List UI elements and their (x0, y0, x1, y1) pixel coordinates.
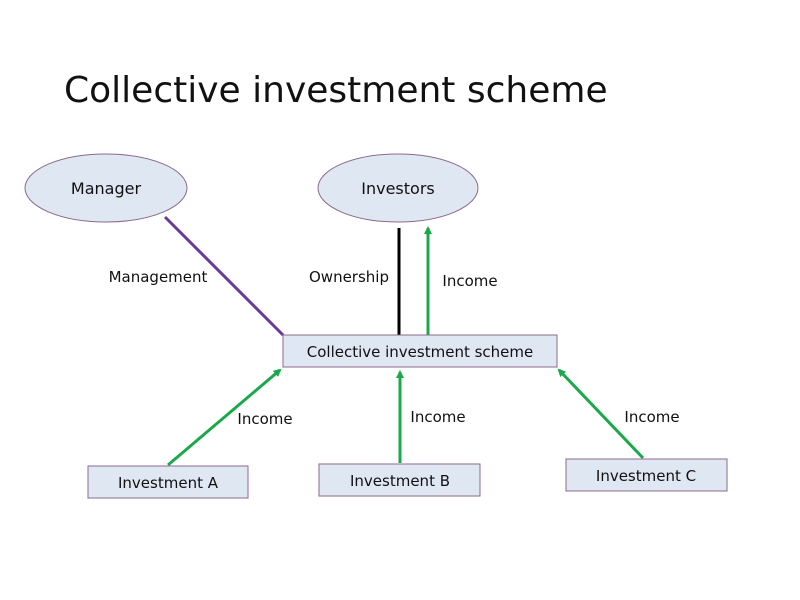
management-line (163, 215, 285, 337)
income-arrow-c (557, 368, 645, 460)
investment-c-label: Investment C (596, 467, 696, 485)
investors-label: Investors (361, 179, 434, 198)
management-label: Management (109, 268, 208, 286)
investment-c-node: Investment C (565, 458, 728, 492)
investment-a-node: Investment A (87, 465, 249, 499)
income-a-label: Income (237, 410, 292, 428)
investment-b-node: Investment B (318, 463, 481, 497)
income-investors-label: Income (442, 272, 497, 290)
income-b-label: Income (410, 408, 465, 426)
income-arrow-a (167, 368, 282, 467)
investment-a-label: Investment A (118, 474, 219, 492)
scheme-node: Collective investment scheme (282, 334, 558, 368)
manager-label: Manager (71, 179, 142, 198)
page-title: Collective investment scheme (64, 70, 608, 111)
ownership-label: Ownership (309, 268, 389, 286)
investment-b-label: Investment B (350, 472, 450, 490)
scheme-label: Collective investment scheme (307, 343, 534, 361)
income-c-label: Income (624, 408, 679, 426)
manager-node: Manager (24, 153, 188, 223)
investors-node: Investors (317, 153, 479, 223)
